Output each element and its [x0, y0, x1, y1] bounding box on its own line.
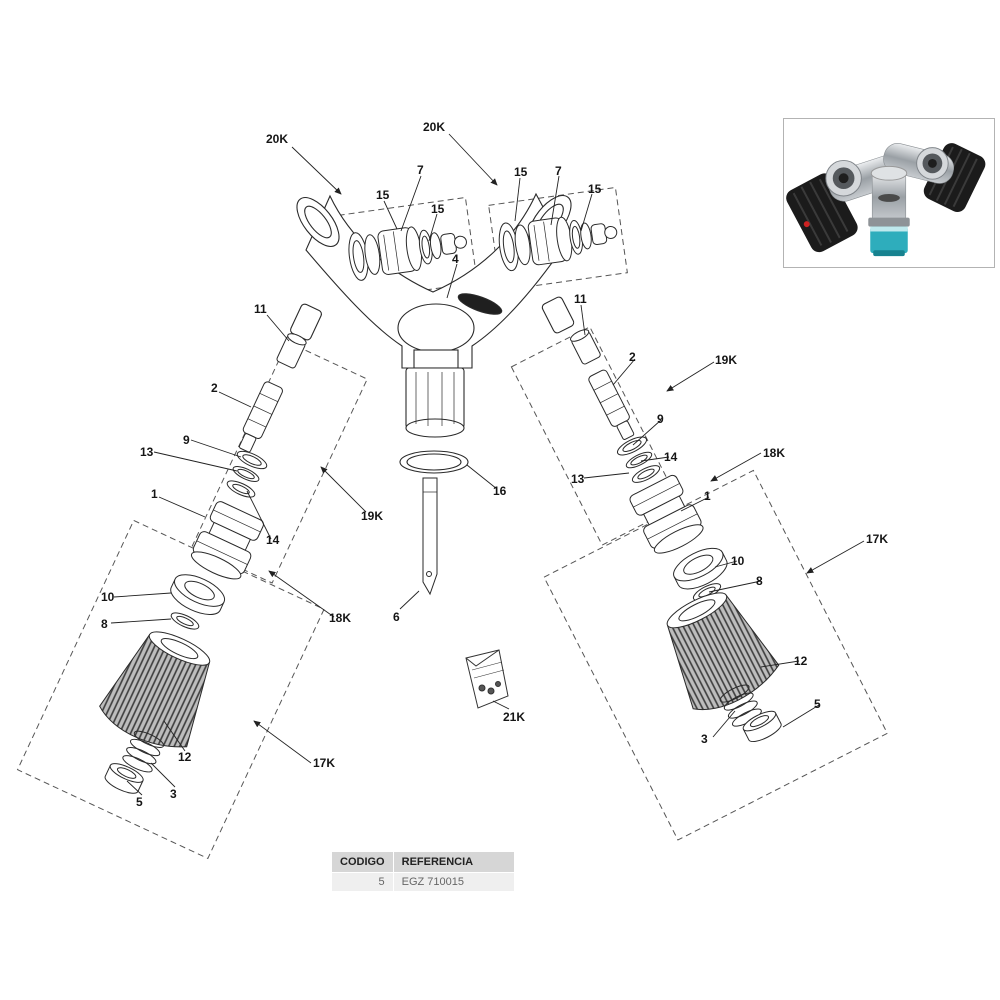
- part-label-15: 15: [431, 202, 445, 216]
- kit-label-17k-right: 17K: [866, 532, 889, 546]
- part-10-ringnut-left: [170, 574, 226, 615]
- kit-label-18k-right: 18K: [763, 446, 786, 460]
- part-10-ringnut-right: [673, 547, 728, 590]
- part-14-ring-left: [226, 480, 256, 498]
- kit-label-17k-left: 17K: [313, 756, 336, 770]
- part-label-16: 16: [493, 484, 507, 498]
- kit-label-19k-left: 19K: [361, 509, 384, 523]
- part-3-spring-right: [719, 684, 762, 727]
- part-3-spring-left: [122, 730, 165, 773]
- part-label-6: 6: [393, 610, 400, 624]
- part-label-2: 2: [629, 350, 636, 364]
- part-label-3: 3: [170, 787, 177, 801]
- part-9-ring-left: [236, 450, 268, 470]
- center-body: [868, 165, 910, 227]
- kit-box-17k-right: [543, 469, 889, 841]
- part-label-5: 5: [136, 795, 143, 809]
- part-label-15: 15: [588, 182, 602, 196]
- kit-label-20k-right: 20K: [423, 120, 446, 134]
- part-label-10: 10: [731, 554, 745, 568]
- part-1-cartridge-right: [629, 474, 704, 554]
- part-2-spindle-right: [588, 369, 635, 440]
- part-label-7: 7: [555, 164, 562, 178]
- part-5-cap-right: [742, 710, 782, 743]
- brand-logo: [457, 293, 503, 315]
- cartridge-stack-right: [498, 216, 618, 272]
- reference-table: CODIGO REFERENCIA 5 EGZ 710015: [331, 851, 515, 892]
- table-header-row: CODIGO REFERENCIA: [332, 852, 514, 872]
- part-label-3: 3: [701, 732, 708, 746]
- part-5-cap-left: [104, 763, 144, 794]
- part-21k-seal-packet: [465, 649, 509, 709]
- part-2-spindle-left: [238, 381, 283, 453]
- part-label-13: 13: [571, 472, 585, 486]
- leader-lines: [110, 133, 865, 796]
- kit-box-20k-right: [488, 186, 628, 292]
- part-label-15: 15: [376, 188, 390, 202]
- kit-label-18k-left: 18K: [329, 611, 352, 625]
- part-label-7: 7: [417, 163, 424, 177]
- table-row: 5 EGZ 710015: [332, 873, 514, 891]
- part-label-9: 9: [657, 412, 664, 426]
- cartridge-stack-left: [348, 226, 467, 281]
- part-16-oring: [399, 450, 469, 474]
- part-12-knob-left: [99, 631, 211, 748]
- part-13-ring-right: [631, 465, 661, 483]
- part-label-12: 12: [794, 654, 808, 668]
- part-6-tube: [422, 477, 438, 596]
- part-label-14: 14: [664, 450, 678, 464]
- part-label-2: 2: [211, 381, 218, 395]
- brand-dot: [803, 221, 810, 228]
- kit-box-19k-right: [510, 326, 682, 546]
- part-label-9: 9: [183, 433, 190, 447]
- part-label-15: 15: [514, 165, 528, 179]
- right-chain: [570, 329, 782, 743]
- part-label-14: 14: [266, 533, 280, 547]
- product-photo-inset: [783, 118, 995, 268]
- part-label-4: 4: [452, 252, 459, 266]
- part-9-ring-right: [616, 436, 648, 456]
- part-label-8: 8: [101, 617, 108, 631]
- part-label-5: 5: [814, 697, 821, 711]
- part-11-right: [570, 329, 601, 365]
- part-label-10: 10: [101, 590, 115, 604]
- codigo-value: 5: [332, 873, 393, 891]
- part-13-ring-left: [232, 466, 260, 482]
- referencia-header: REFERENCIA: [393, 852, 514, 872]
- kit-label-19k-right: 19K: [715, 353, 738, 367]
- part-label-13: 13: [140, 445, 154, 459]
- codigo-header: CODIGO: [332, 852, 393, 872]
- part-label-11: 11: [574, 292, 587, 306]
- left-chain: [99, 333, 307, 794]
- part-14-ring-right: [625, 451, 653, 469]
- product-photo: [786, 143, 986, 257]
- referencia-value: EGZ 710015: [393, 873, 514, 891]
- part-label-1: 1: [151, 487, 158, 501]
- part-11-left: [276, 333, 307, 369]
- part-label-11: 11: [254, 302, 267, 316]
- teal-adapter: [870, 226, 908, 257]
- kit-box-19k-left: [191, 341, 368, 584]
- kit-label-21k: 21K: [503, 710, 526, 724]
- part-1-cartridge-left: [190, 501, 264, 580]
- part-label-8: 8: [756, 574, 763, 588]
- kit-label-20k-left: 20K: [266, 132, 289, 146]
- part-12-knob-right: [666, 592, 780, 711]
- part-label-1: 1: [704, 489, 711, 503]
- part-8-ring-left: [170, 612, 200, 630]
- part-label-12: 12: [178, 750, 192, 764]
